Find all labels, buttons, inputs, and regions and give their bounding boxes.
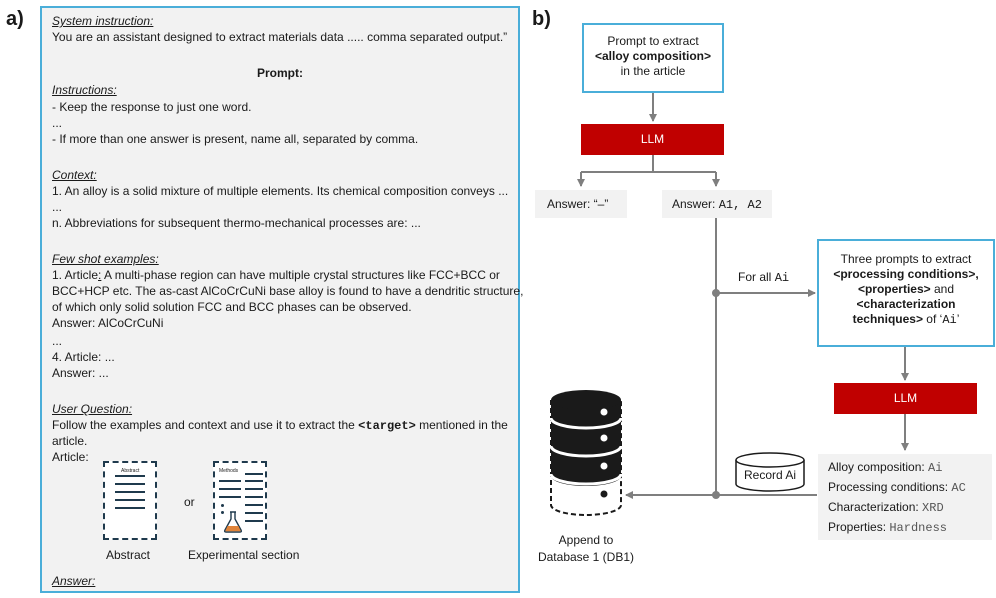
context-ellipsis: ...	[52, 200, 63, 214]
prompt2-connector: of ‘	[922, 312, 943, 326]
for-all-prefix: For all	[738, 270, 775, 284]
prompt1-line: in the article	[620, 64, 686, 78]
answer-heading: Answer:	[52, 574, 96, 588]
fewshot-answer: Answer: AlCoCrCuNi	[52, 316, 164, 330]
result-label: Characterization:	[828, 500, 923, 514]
context-item: 1. An alloy is a solid mixture of multip…	[52, 184, 509, 198]
extracted-record-box: Alloy composition: Ai Processing conditi…	[818, 454, 992, 540]
result-label: Alloy composition:	[828, 460, 929, 474]
fewshot-article: 4. Article: ...	[52, 350, 115, 364]
database-caption: Append to Database 1 (DB1)	[536, 532, 636, 566]
answer-empty-box: Answer: “–”	[535, 190, 627, 218]
system-instruction-text: You are an assistant designed to extract…	[52, 30, 508, 44]
article-label: Article:	[52, 450, 89, 464]
llm-box: LLM	[834, 383, 977, 414]
fewshot-article-line: 1. Article: A multi-phase region can hav…	[52, 268, 500, 282]
result-value: Hardness	[889, 521, 947, 535]
prompt2-target: techniques>	[852, 312, 923, 326]
database-caption-line: Database 1 (DB1)	[537, 550, 635, 564]
user-question-text: Follow the examples and context and use …	[52, 418, 508, 433]
result-value: AC	[951, 481, 966, 495]
system-instruction-heading: System instruction:	[52, 14, 154, 28]
abstract-caption: Abstract	[106, 548, 151, 562]
database-icon	[549, 390, 623, 516]
user-question-pre: Follow the examples and context and use …	[52, 418, 359, 432]
methods-document-icon: Methods	[213, 461, 267, 540]
result-value: XRD	[922, 501, 944, 515]
for-all-variable: Ai	[774, 271, 790, 285]
record-cylinder-icon	[735, 452, 805, 492]
context-item: n. Abbreviations for subsequent thermo-m…	[52, 216, 421, 230]
prompt2-target: <characterization	[856, 297, 956, 311]
fewshot-article-line: of which only solid solution FCC and BCC…	[52, 300, 412, 314]
or-text: or	[184, 495, 195, 509]
prompt-heading: Prompt:	[257, 66, 303, 80]
fewshot-heading: Few shot examples:	[52, 252, 159, 266]
result-row: Processing conditions: AC	[828, 478, 992, 498]
fewshot-article-line: BCC+HCP etc. The as-cast AlCoCrCuNi base…	[52, 284, 524, 298]
result-row: Characterization: XRD	[828, 498, 992, 518]
fewshot-article-label: 1. Article	[52, 268, 99, 282]
abstract-document-icon: Abstract	[103, 461, 157, 540]
user-question-text: article.	[52, 434, 88, 448]
instructions-heading: Instructions:	[52, 83, 117, 97]
methods-doc-header: Methods	[219, 468, 239, 474]
prompt2-variable: Ai	[942, 313, 957, 327]
user-question-post: mentioned in the	[415, 418, 508, 432]
instruction-item: - If more than one answer is present, na…	[52, 132, 419, 146]
prompt2-target: <processing conditions>,	[833, 267, 979, 281]
user-question-target: <target>	[358, 419, 416, 433]
answer-prefix: Answer:	[672, 197, 719, 211]
prompt2-line: Three prompts to extract	[840, 252, 972, 266]
database-caption-line: Append to	[558, 533, 614, 547]
context-heading: Context:	[52, 168, 97, 182]
flask-icon	[223, 511, 243, 533]
answer-alloy-values: A1, A2	[718, 198, 762, 212]
result-row: Alloy composition: Ai	[828, 458, 992, 478]
instruction-item: - Keep the response to just one word.	[52, 100, 252, 114]
for-all-label: For all Ai	[738, 270, 789, 285]
prompt2-connector: ’	[956, 312, 960, 326]
instruction-ellipsis: ...	[52, 116, 63, 130]
result-label: Properties:	[828, 520, 890, 534]
prompt-panel: System instruction: You are an assistant…	[40, 6, 524, 593]
record-label: Record Ai	[744, 468, 797, 482]
abstract-doc-header: Abstract	[121, 468, 140, 474]
result-value: Ai	[928, 461, 943, 475]
user-question-heading: User Question:	[52, 402, 133, 416]
answer-alloys-box: Answer: A1, A2	[662, 190, 772, 218]
prompt-alloy-composition-box: Prompt to extract <alloy composition> in…	[582, 23, 724, 93]
panel-b-letter: b)	[532, 8, 551, 30]
fewshot-ellipsis: ...	[52, 334, 63, 348]
panel-a-letter: a)	[6, 8, 24, 30]
fewshot-answer: Answer: ...	[52, 366, 109, 380]
result-row: Properties: Hardness	[828, 518, 992, 538]
result-label: Processing conditions:	[828, 480, 952, 494]
fewshot-article-colon: :	[98, 268, 102, 282]
prompt2-connector: and	[930, 282, 955, 296]
llm-box: LLM	[581, 124, 724, 155]
prompt1-line: Prompt to extract	[607, 34, 699, 48]
fewshot-article-text: A multi-phase region can have multiple c…	[101, 268, 500, 282]
prompt-three-properties-box: Three prompts to extract <processing con…	[817, 239, 995, 347]
experimental-caption: Experimental section	[188, 548, 300, 562]
prompt2-target: <properties>	[857, 282, 931, 296]
prompt1-target: <alloy composition>	[594, 49, 712, 63]
